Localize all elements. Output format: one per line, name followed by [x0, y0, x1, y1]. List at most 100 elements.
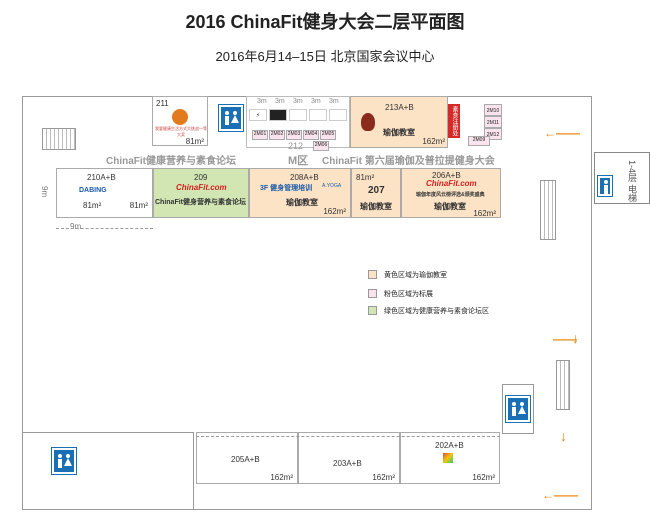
m-logo-box-2: [269, 109, 287, 121]
booth-213-id: 213A+B: [385, 103, 414, 112]
booth-202-logo: [443, 453, 453, 463]
booth-211-logo: [172, 109, 188, 125]
arrow-icon: ←——: [544, 126, 580, 140]
restroom-icon: [225, 111, 239, 125]
arrow-icon: ←——: [542, 488, 578, 502]
restroom-bottom-room: [22, 432, 194, 510]
booth-205[interactable]: 205A+B 162m²: [196, 432, 298, 484]
vegan-registration-badge: 素食注册处: [448, 104, 460, 138]
booth-209[interactable]: 209 ChinaFit.com ChinaFit健身营养与素食论坛: [153, 168, 249, 218]
legend-swatch-green: [368, 306, 377, 315]
m-dim-4: 3m: [311, 98, 321, 105]
booth-206-area: 162m²: [473, 209, 496, 218]
dim-left-horizontal: 9m: [70, 222, 82, 231]
arrow-icon: ↓: [560, 428, 567, 444]
m-dim-3: 3m: [293, 98, 303, 105]
m-zone-label: M区: [288, 155, 309, 167]
booth-2m10[interactable]: 2M10: [484, 104, 502, 116]
elevator: [597, 175, 613, 197]
booth-213-name: 瑜伽教室: [383, 128, 415, 137]
booth-2m03[interactable]: 2M03: [286, 130, 302, 140]
booth-208-area: 162m²: [323, 207, 346, 216]
booth-213[interactable]: 213A+B 瑜伽教室 162m²: [350, 96, 448, 148]
legend-swatch-yellow: [368, 270, 377, 279]
booth-212-label: 212: [288, 141, 304, 151]
m-logo-box-5: [329, 109, 347, 121]
booth-208[interactable]: 208A+B 3F 健身管理培训 A.YOGA 瑜伽教室 162m²: [249, 168, 351, 218]
booth-211-area: 81m²: [185, 137, 204, 146]
booth-210-id: 210A+B: [87, 173, 116, 182]
booth-209-name: ChinaFit健身营养与素食论坛: [155, 199, 246, 206]
booth-202[interactable]: 202A+B 162m²: [400, 432, 500, 484]
booth-2m09[interactable]: 2M09: [468, 136, 490, 146]
dim-left-vertical: 9m: [40, 186, 49, 198]
booth-210-area-a: 81m²: [83, 201, 102, 210]
legend-text-yellow: 黄色区域为瑜伽教室: [384, 272, 447, 279]
legend-swatch-pink: [368, 289, 377, 298]
booth-207-id: 207: [368, 185, 385, 196]
booth-207-area: 81m²: [356, 173, 375, 182]
booth-202-id: 202A+B: [435, 441, 464, 450]
elevator-label: 1-4层 电梯: [627, 160, 637, 203]
corridor-yoga-label: ChinaFit 第六届瑜伽及普拉提健身大会: [322, 156, 495, 167]
m-logo-box-1: ⚡: [249, 109, 267, 121]
booth-213-logo: [361, 113, 375, 131]
booth-207[interactable]: 81m² 207 瑜伽教室: [351, 168, 401, 218]
booth-206-logo: ChinaFit.com: [426, 179, 477, 188]
booth-205-id: 205A+B: [231, 455, 260, 464]
legend-text-pink: 粉色区域为标展: [384, 291, 433, 298]
booth-208-name: 瑜伽教室: [286, 198, 318, 207]
booth-209-id: 209: [194, 173, 208, 182]
booth-2m04[interactable]: 2M04: [303, 130, 319, 140]
booth-206[interactable]: 206A+B ChinaFit.com 瑜伽年度风云榜评选&颁奖盛典 瑜伽教室 …: [401, 168, 501, 218]
arrow-icon: ↓: [572, 330, 579, 346]
booth-207-name: 瑜伽教室: [360, 202, 392, 211]
booth-206-name: 瑜伽教室: [434, 202, 466, 211]
legend-text-green: 绿色区域为健康营养与素食论坛区: [384, 308, 489, 315]
arrow-icon: ——: [553, 332, 577, 346]
stairs-right-upper: [540, 180, 556, 240]
booth-2m01[interactable]: 2M01: [252, 130, 268, 140]
booth-203-id: 203A+B: [333, 459, 362, 468]
m-zone-top: 3m 3m 3m 3m 3m ⚡: [246, 96, 350, 148]
booth-206-desc: 瑜伽年度风云榜评选&颁奖盛典: [416, 192, 485, 198]
restroom-icon: [512, 402, 526, 416]
booth-209-logo: ChinaFit.com: [176, 183, 227, 192]
restroom-right: [505, 395, 531, 423]
elevator-icon: [604, 180, 608, 194]
stairs-right-lower: [556, 360, 570, 410]
booth-210-area-b: 81m²: [129, 201, 148, 210]
booth-210[interactable]: 210A+B DABING 81m² 81m²: [56, 168, 153, 218]
restroom-icon: [58, 454, 72, 468]
restroom-top: [218, 104, 244, 132]
booth-210-logo: DABING: [79, 187, 107, 194]
booth-203-area: 162m²: [372, 473, 395, 482]
booth-208-logo: 3F 健身管理培训: [260, 185, 313, 192]
stairs-top-left: [42, 128, 76, 150]
booth-211-id: 211: [156, 99, 169, 108]
bottom-dash-line: [196, 436, 500, 437]
restroom-bottom: [51, 447, 77, 475]
booth-2m06[interactable]: 2M06: [313, 141, 329, 151]
booth-202-area: 162m²: [472, 473, 495, 482]
m-dim-5: 3m: [329, 98, 339, 105]
booth-208-id: 208A+B: [290, 173, 319, 182]
booth-206-id: 206A+B: [432, 171, 461, 180]
page-subtitle: 2016年6月14–15日 北京国家会议中心: [215, 49, 435, 64]
m-logo-box-4: [309, 109, 327, 121]
booth-211[interactable]: 211 我要健康生活方式大挑战一等大奖 81m²: [152, 96, 208, 146]
booth-2m02[interactable]: 2M02: [269, 130, 285, 140]
booth-2m11[interactable]: 2M11: [484, 116, 502, 128]
dim-line-h: [56, 228, 153, 229]
booth-213-area: 162m²: [422, 137, 445, 146]
booth-208-logo2: A.YOGA: [322, 183, 342, 189]
booth-211-text: 我要健康生活方式大挑战一等大奖: [155, 126, 207, 137]
corridor-forum-label: ChinaFit健康营养与素食论坛: [106, 156, 236, 167]
page-title: 2016 ChinaFit健身大会二层平面图: [185, 12, 465, 32]
booth-203[interactable]: 203A+B 162m²: [298, 432, 400, 484]
m-dim-1: 3m: [257, 98, 267, 105]
booth-205-area: 162m²: [270, 473, 293, 482]
m-logo-box-3: [289, 109, 307, 121]
m-dim-2: 3m: [275, 98, 285, 105]
booth-2m05[interactable]: 2M05: [320, 130, 336, 140]
